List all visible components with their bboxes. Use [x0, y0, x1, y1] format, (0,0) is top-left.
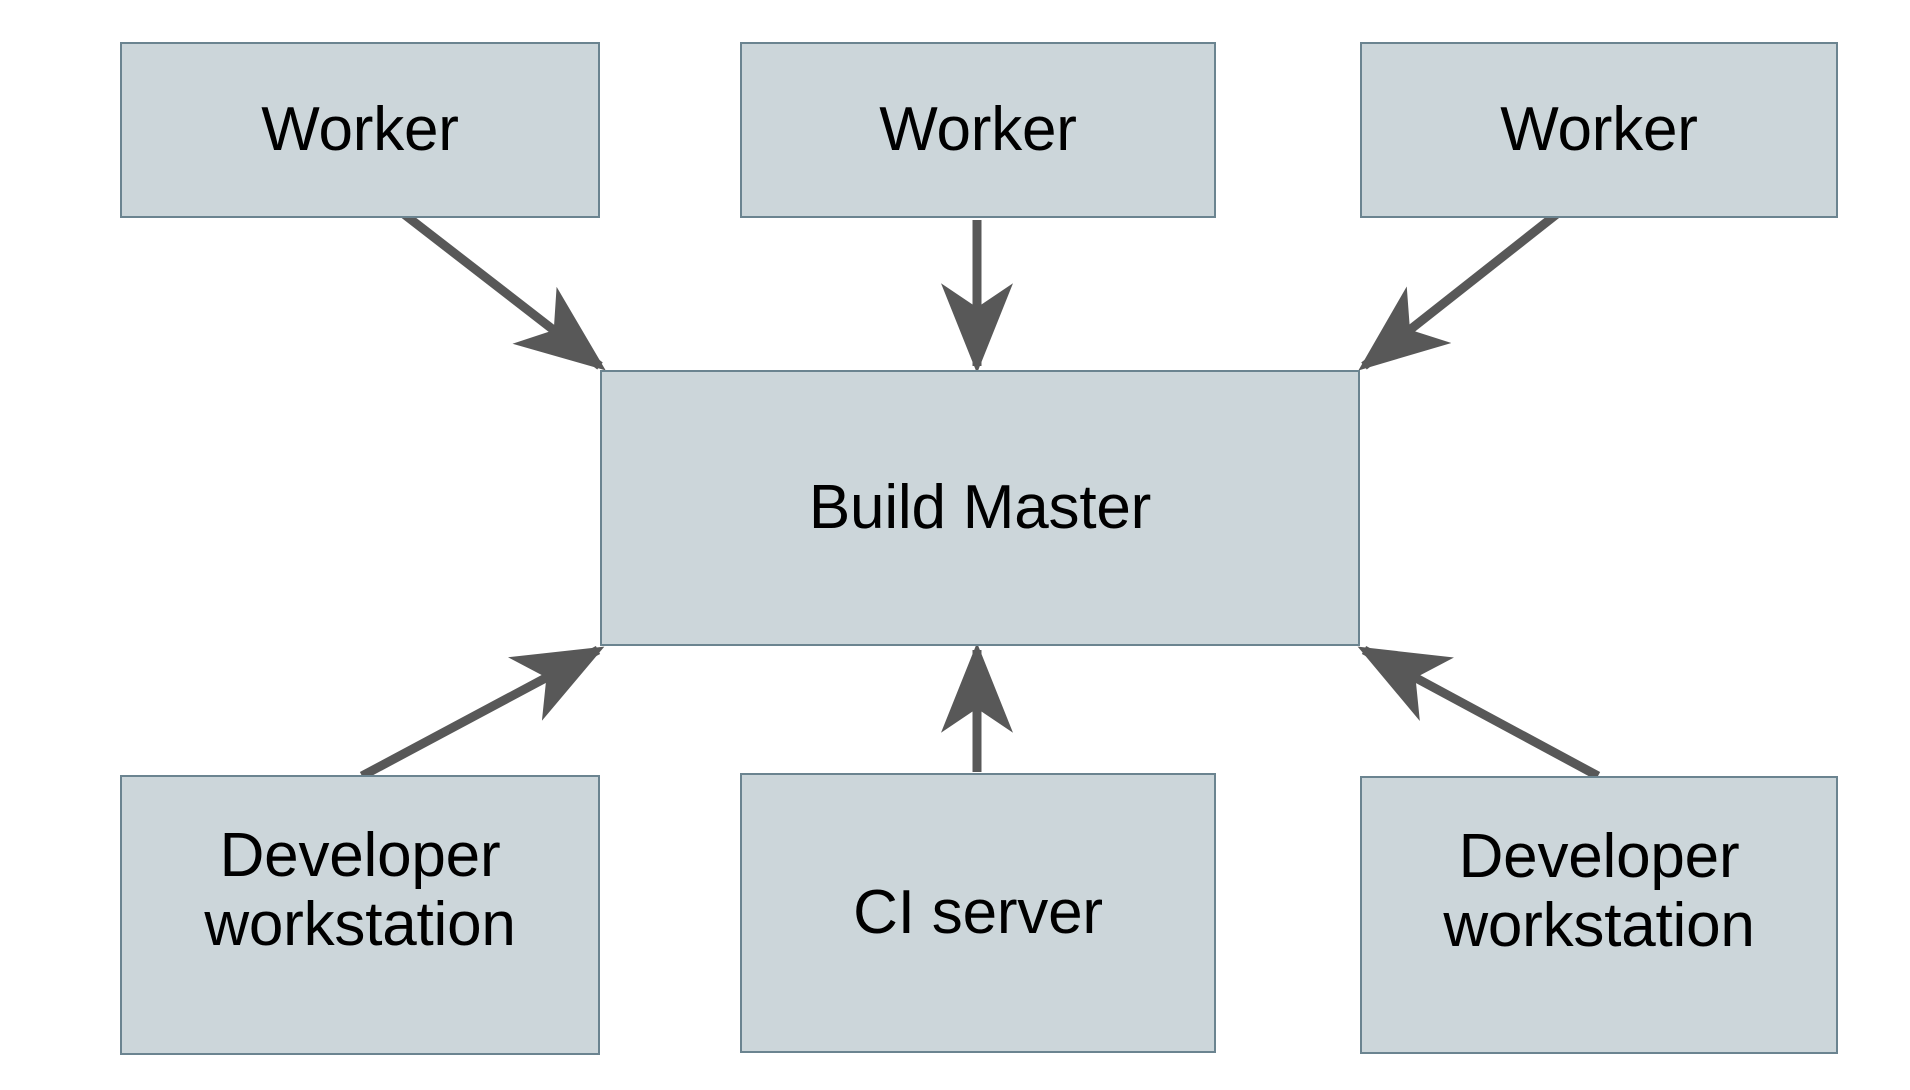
node-ci-server-label: CI server — [853, 878, 1103, 948]
node-build-master[interactable]: Build Master — [600, 370, 1360, 646]
node-worker-2[interactable]: Worker — [740, 42, 1216, 218]
node-worker-3[interactable]: Worker — [1360, 42, 1838, 218]
edge-dev1-to-master — [359, 646, 605, 780]
node-worker-1[interactable]: Worker — [120, 42, 600, 218]
node-developer-workstation-right-label: Developer workstation — [1443, 822, 1755, 961]
node-build-master-label: Build Master — [808, 473, 1152, 543]
node-developer-workstation-right[interactable]: Developer workstation — [1360, 776, 1838, 1054]
node-worker-2-label: Worker — [879, 95, 1077, 165]
node-ci-server[interactable]: CI server — [740, 773, 1216, 1053]
node-worker-1-label: Worker — [261, 95, 459, 165]
node-developer-workstation-left[interactable]: Developer workstation — [120, 775, 600, 1055]
node-worker-3-label: Worker — [1500, 95, 1698, 165]
edge-dev2-to-master — [1357, 646, 1601, 780]
node-developer-workstation-left-label: Developer workstation — [204, 821, 516, 960]
